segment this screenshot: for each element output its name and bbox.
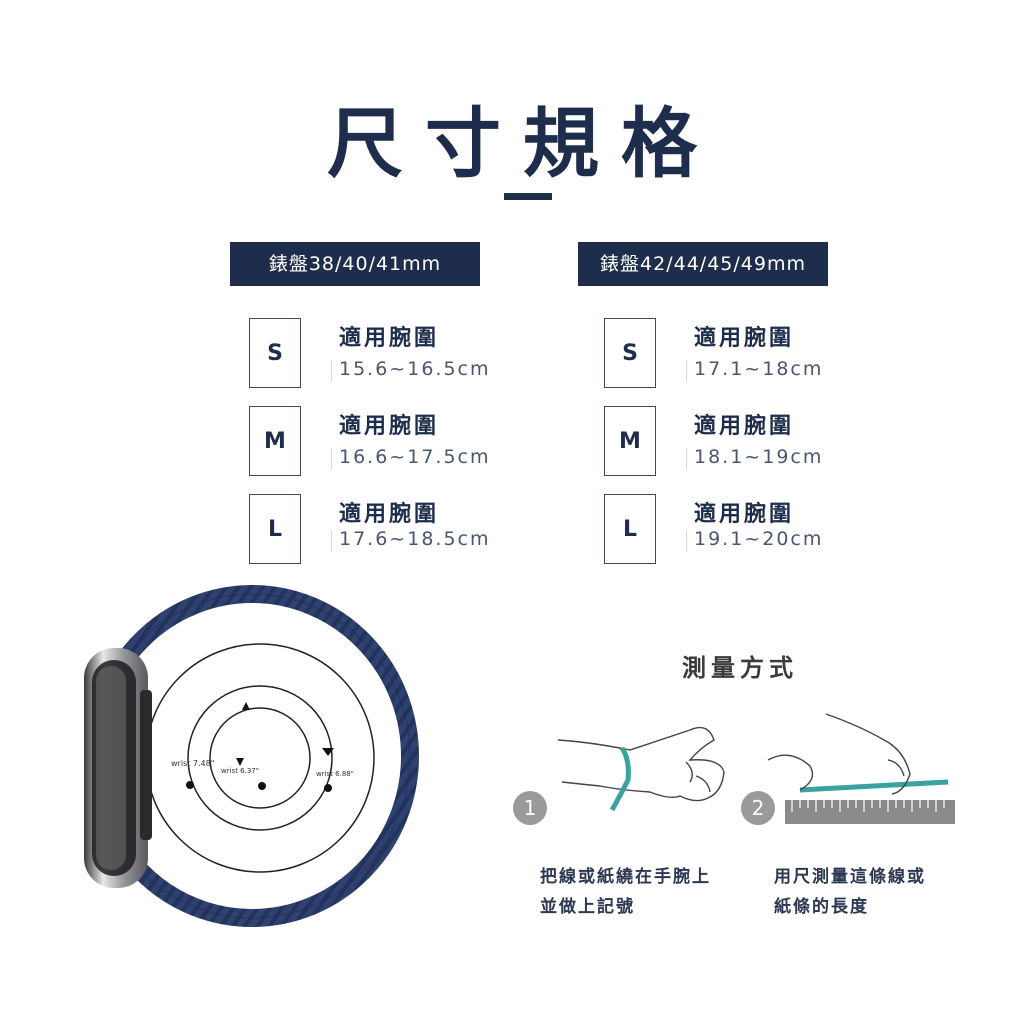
measurement-illustration: 1 2: [513, 713, 955, 825]
size-badge: S: [604, 318, 656, 388]
title-underline: [504, 193, 552, 200]
wrist-size-diagram: [145, 643, 375, 873]
size-badge: M: [249, 406, 301, 476]
size-range: 16.6~17.5cm: [330, 446, 491, 470]
watch-case: [84, 648, 152, 888]
size-badge: L: [604, 494, 656, 564]
measure-title: 測量方式: [682, 654, 798, 682]
column-header-small: 錶盤38/40/41mm: [230, 242, 480, 286]
ruler-icon: [785, 800, 955, 824]
size-label: 適用腕圍: [694, 414, 795, 439]
size-label: 適用腕圍: [339, 502, 440, 527]
measuring-hands: [767, 713, 911, 795]
size-row-l-large: L 適用腕圍 19.1~20cm: [604, 494, 864, 566]
size-range: 17.1~18cm: [685, 358, 824, 382]
size-range: 18.1~19cm: [685, 446, 824, 470]
measuring-string: [609, 746, 631, 812]
size-range: 19.1~20cm: [685, 528, 824, 552]
measured-string: [799, 779, 949, 793]
step-2-text: 用尺測量這條線或 紙條的長度: [774, 862, 926, 922]
size-badge: L: [249, 494, 301, 564]
wrist-label-small: wrist 6.37": [221, 767, 259, 775]
step-line: 並做上記號: [540, 897, 635, 917]
step-number: 1: [524, 796, 537, 820]
size-row-l-small: L 適用腕圍 17.6~18.5cm: [249, 494, 509, 566]
step-1-badge: [513, 791, 547, 825]
size-badge: M: [604, 406, 656, 476]
wrist-hand-illustration: [557, 726, 725, 802]
size-range: 15.6~16.5cm: [330, 358, 491, 382]
step-line: 用尺測量這條線或: [774, 867, 926, 887]
size-label: 適用腕圍: [339, 414, 440, 439]
size-row-m-large: M 適用腕圍 18.1~19cm: [604, 406, 864, 478]
page-title: 尺寸規格: [327, 99, 719, 188]
step-2-badge: [741, 791, 775, 825]
size-range: 17.6~18.5cm: [330, 528, 491, 552]
watch-band-image: wrist 7.48" wrist 6.37" wrist 6.88": [84, 585, 419, 927]
wrist-label-medium: wrist 6.88": [316, 770, 354, 778]
step-line: 紙條的長度: [774, 897, 869, 917]
size-badge: S: [249, 318, 301, 388]
size-label: 適用腕圍: [339, 326, 440, 351]
size-row-s-large: S 適用腕圍 17.1~18cm: [604, 318, 864, 390]
step-number: 2: [752, 796, 765, 820]
size-label: 適用腕圍: [694, 502, 795, 527]
wrist-label-large: wrist 7.48": [171, 759, 214, 768]
column-header-large: 錶盤42/44/45/49mm: [578, 242, 828, 286]
step-1-text: 把線或紙繞在手腕上 並做上記號: [540, 862, 711, 922]
size-row-s-small: S 適用腕圍 15.6~16.5cm: [249, 318, 509, 390]
size-label: 適用腕圍: [694, 326, 795, 351]
size-row-m-small: M 適用腕圍 16.6~17.5cm: [249, 406, 509, 478]
step-line: 把線或紙繞在手腕上: [540, 867, 711, 887]
